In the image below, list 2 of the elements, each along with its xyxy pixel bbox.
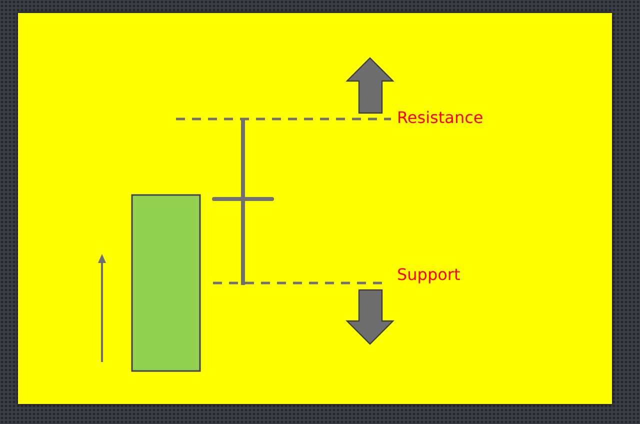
resistance-label: Resistance <box>397 108 484 127</box>
support-label: Support <box>397 265 460 284</box>
